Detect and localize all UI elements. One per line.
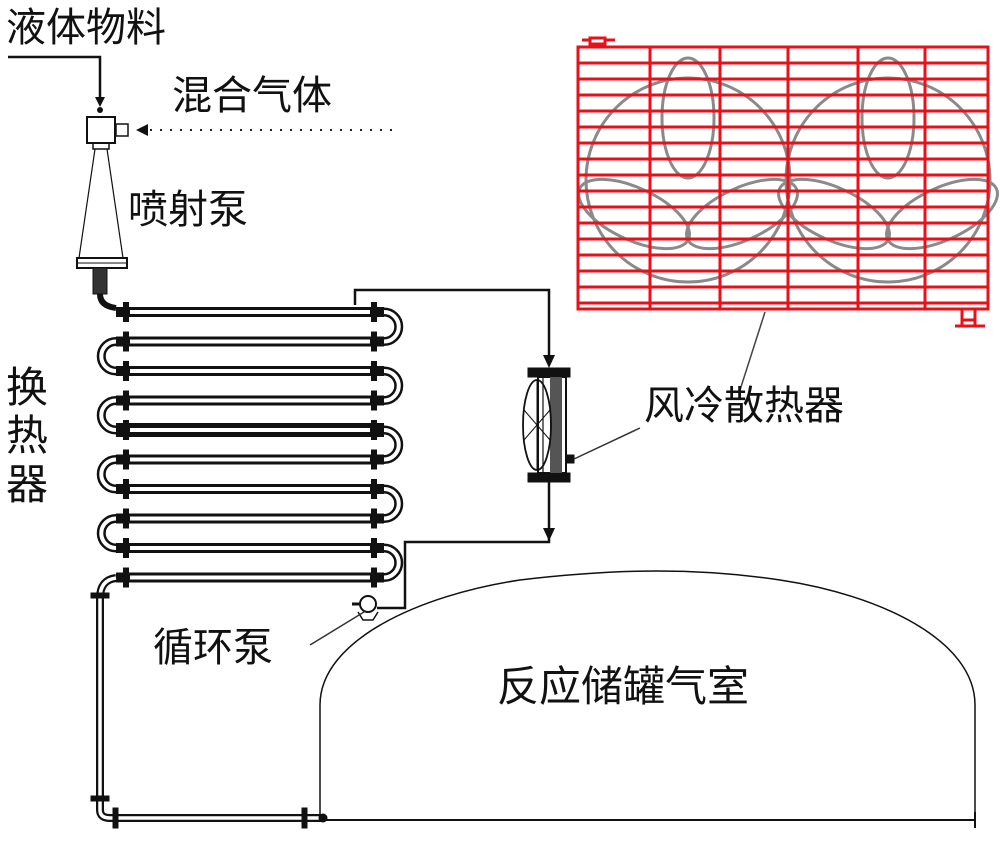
hx-tube-row [116,420,384,440]
hx-tube-row [116,390,384,411]
gas-arrow-icon [136,124,148,136]
fan-blade [860,56,916,180]
cooler-outlet-arrow-icon [543,528,555,541]
liquid-feed-label: 液体物料 [6,5,166,51]
heat-exchanger-char-3: 器 [6,459,49,509]
air-cooler-symbol [522,367,575,483]
hx-u-bend [99,339,117,373]
circulation-pump-label: 循环泵 [153,625,273,671]
hx-tube-row [116,479,384,499]
return-line [90,574,328,829]
tank-gas-chamber [319,570,976,828]
air-cooler-radiator-large [576,36,999,328]
cooler-inlet-line [353,288,551,355]
hx-tube-row [116,449,384,470]
tank-gas-chamber-label: 反应储罐气室 [497,662,750,711]
heat-exchanger-char-1: 换 [6,363,49,412]
hx-u-bend [99,457,117,491]
hx-tube-row [116,361,384,381]
hx-tube-row [116,331,384,352]
pump-leader-line [309,611,365,646]
jet-pump [76,116,129,311]
hx-u-bend [383,369,401,403]
feed-arrow-icon [95,97,105,107]
hx-tube-row [116,508,384,529]
fan-blade [660,56,716,180]
circulation-pump [352,595,379,621]
hx-u-bend [99,516,117,550]
cooler-leader-line [573,427,641,460]
fan-blade [885,177,999,251]
cooler-outlet-line [377,482,551,610]
hx-u-bend [383,310,401,344]
heat-exchanger-char-2: 热 [6,411,49,461]
cooler-inlet-arrow-icon [543,355,555,368]
hx-tube-row [116,567,384,588]
hx-tube-row [116,302,384,322]
liquid-feed-line [8,55,102,98]
air-cooler-label: 风冷散热器 [644,383,844,429]
hx-u-bend [99,398,117,432]
jet-pump-label: 喷射泵 [128,187,248,233]
mixed-gas-label: 混合气体 [172,73,332,119]
hx-tube-row [116,538,384,558]
hx-u-bend [383,487,401,521]
hx-u-bend [383,546,401,580]
radiator-leader-line [739,311,766,391]
heat-exchanger [96,302,404,588]
fan-blade [577,177,691,251]
hx-u-bend [383,428,401,462]
heat-exchanger-label: 换 热 器 [6,363,49,509]
